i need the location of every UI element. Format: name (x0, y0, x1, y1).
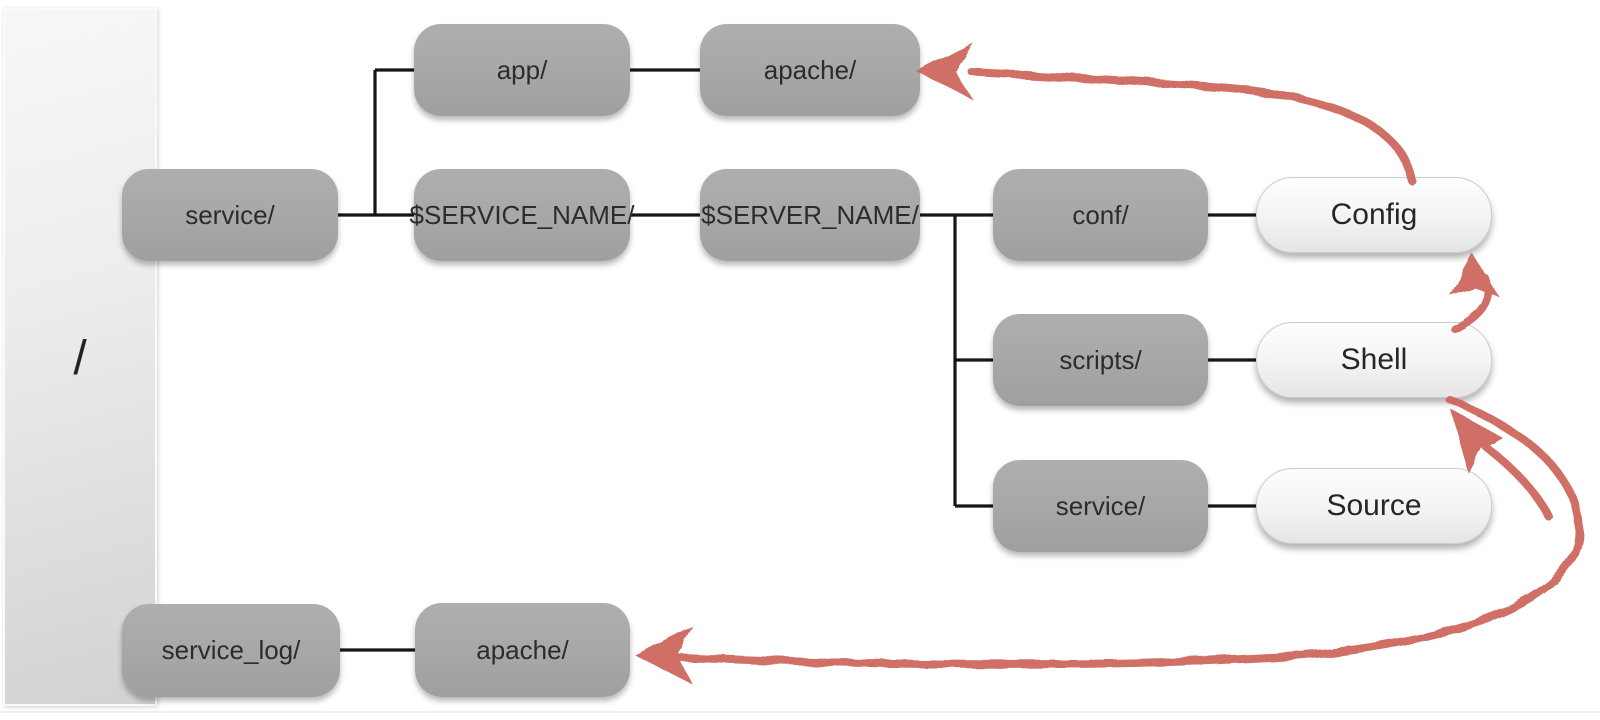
node-conf: conf/ (993, 169, 1208, 261)
root-label: / (73, 331, 87, 385)
node-conf-label: conf/ (1072, 199, 1129, 230)
symlink-arrow-to-shell-tail (1482, 443, 1553, 521)
node-apache-top-label: apache/ (763, 54, 857, 85)
root-directory-bar (3, 8, 157, 706)
node-source: Source (1256, 468, 1492, 544)
node-app: app/ (414, 24, 630, 116)
symlink-arrow-config-to-apache-arrowhead (915, 42, 973, 100)
node-server-name: $SERVER_NAME/ (700, 169, 920, 261)
symlink-arrow-shell-to-apache-bottom-arrowhead (634, 625, 693, 685)
node-shell-label: Shell (1340, 343, 1408, 376)
symlink-arrow-config-to-apache (968, 68, 1416, 185)
node-scripts-label: scripts/ (1059, 344, 1142, 375)
slide-bottom-edge (0, 711, 1600, 713)
node-source-label: Source (1326, 489, 1422, 522)
node-apache-bottom: apache/ (415, 603, 630, 697)
node-config-label: Config (1330, 198, 1418, 231)
node-service-name: $SERVICE_NAME/ (410, 169, 634, 261)
node-apache-bottom-label: apache/ (476, 634, 569, 665)
node-server-name-label: $SERVER_NAME/ (701, 199, 919, 230)
connector-servername-branch (920, 213, 993, 508)
node-service-inner-label: service/ (1055, 490, 1146, 521)
symlink-arrow-to-shell-arrowhead (1450, 408, 1503, 474)
node-scripts: scripts/ (993, 314, 1208, 406)
node-apache-top: apache/ (700, 24, 920, 116)
node-service-log-label: service_log/ (161, 635, 301, 665)
node-service-label: service/ (185, 199, 275, 230)
node-app-label: app/ (496, 54, 548, 85)
node-config: Config (1256, 177, 1492, 253)
connector-service-branch (330, 68, 414, 217)
node-service-name-label: $SERVICE_NAME/ (409, 199, 635, 230)
symlink-arrow-shell-to-config-arrowhead (1449, 254, 1500, 297)
node-service: service/ (122, 169, 338, 261)
node-service-log: service_log/ (122, 604, 340, 697)
node-shell: Shell (1256, 322, 1492, 398)
node-service-inner: service/ (993, 460, 1208, 552)
